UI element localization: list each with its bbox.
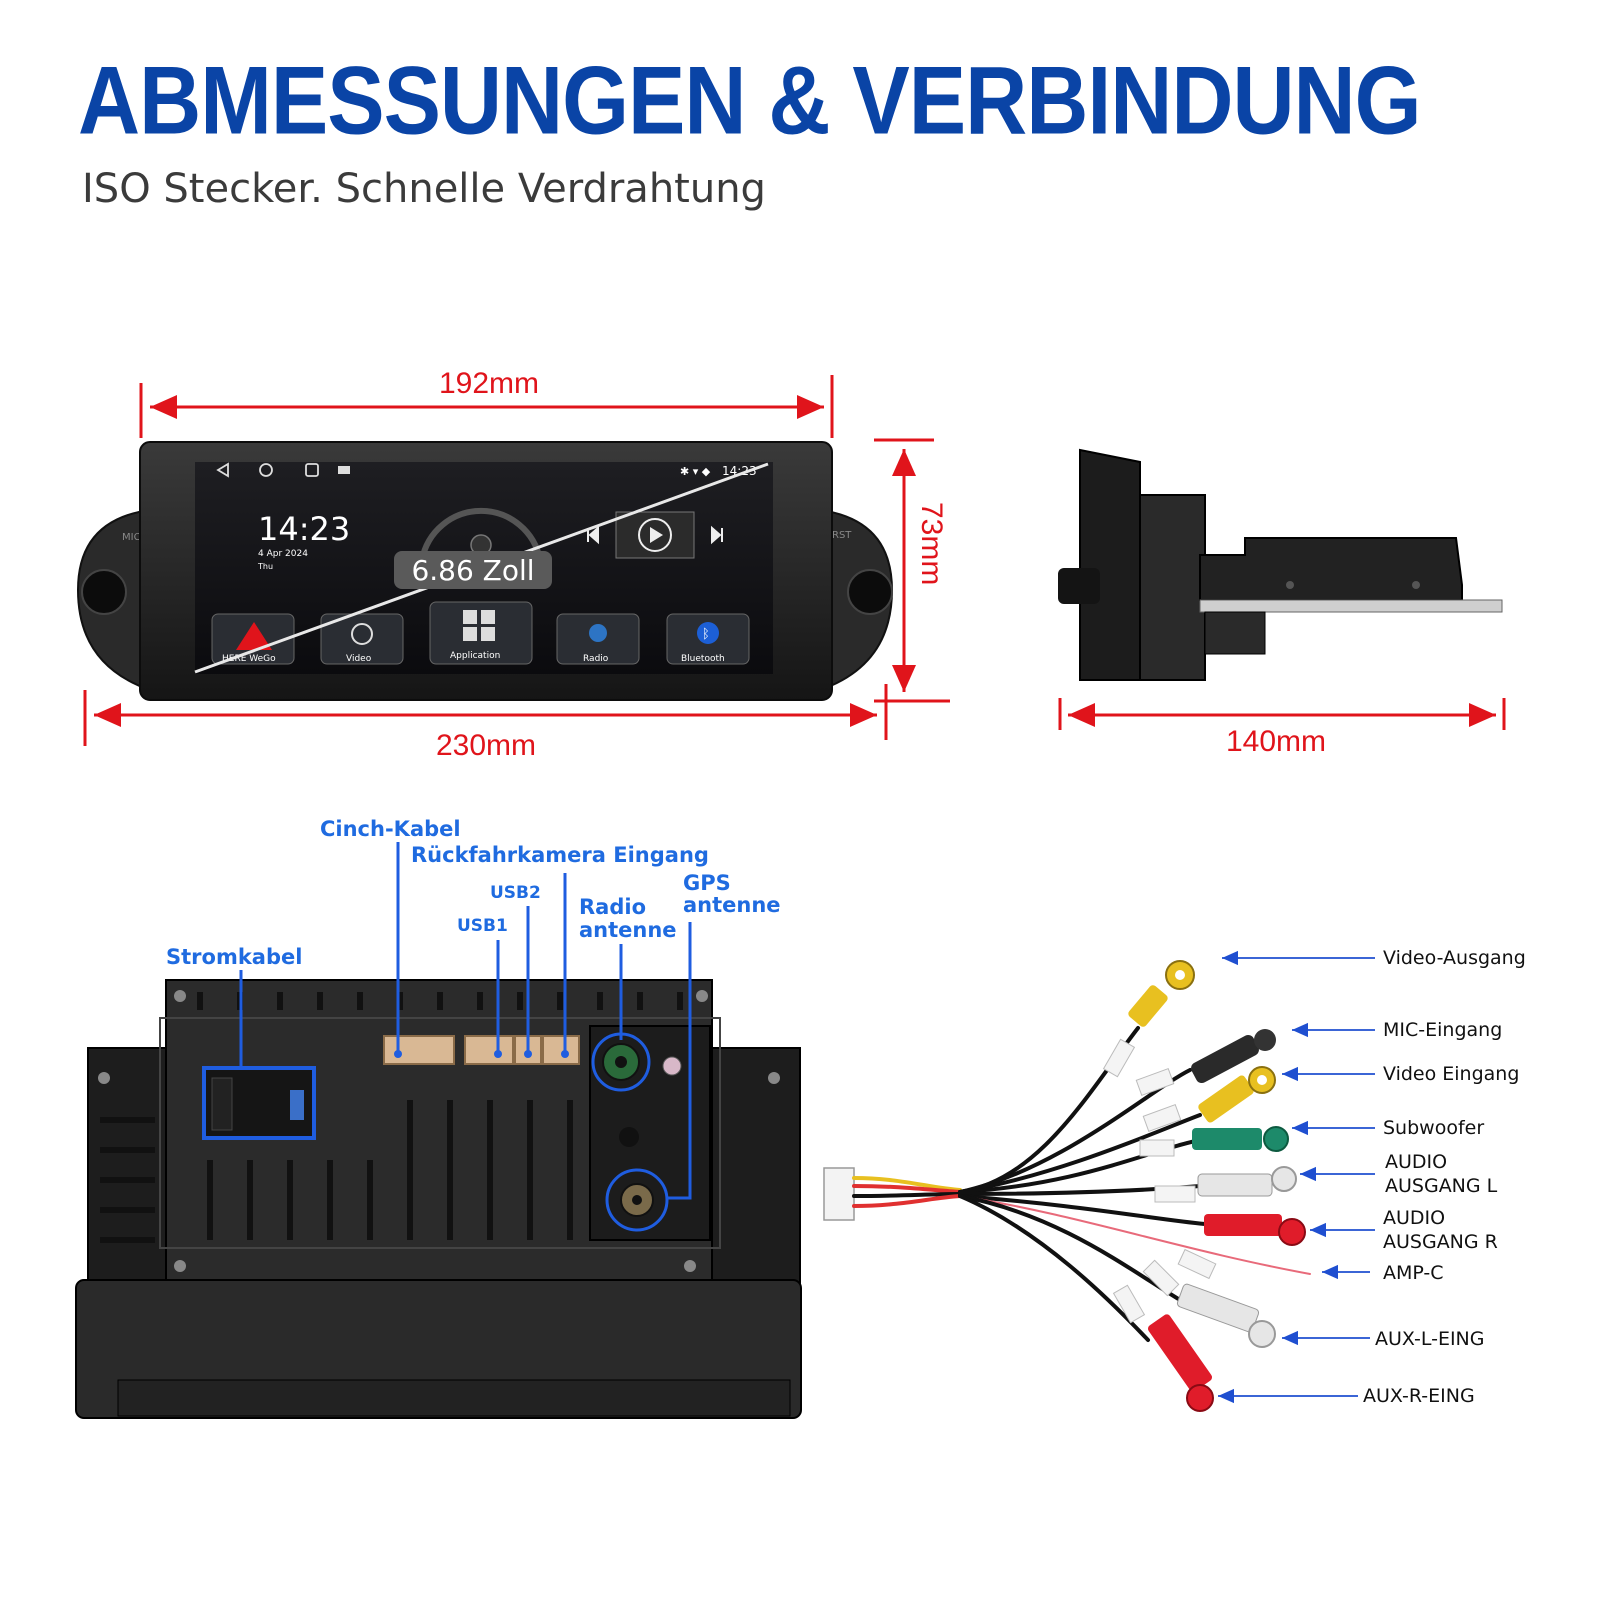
label-aux-l: AUX-L-EING: [1375, 1328, 1484, 1350]
label-audio-l-1: AUDIO: [1385, 1151, 1447, 1173]
harness-plug: [823, 1167, 855, 1221]
speedometer-icon: [419, 507, 543, 561]
app-tile-video[interactable]: [320, 613, 404, 665]
back-icon[interactable]: [216, 462, 229, 478]
heatsink-fins: [100, 992, 683, 1243]
label-rear-camera: Rückfahrkamera Eingang: [411, 843, 709, 867]
screen-size-label: 6.86 Zoll: [411, 554, 534, 587]
rca-audio-r: [1204, 1214, 1306, 1246]
front-view: MIC RST ✱ ▾ ◆ 14:23 14:23 4 Apr 2024 Thu…: [76, 441, 894, 701]
side-housing: [1139, 494, 1206, 681]
side-chassis: [1199, 537, 1463, 601]
status-icons: ✱ ▾ ◆: [680, 465, 711, 478]
rear-view: [75, 979, 802, 1419]
side-rail: [1199, 599, 1503, 613]
bluetooth-icon: [697, 622, 719, 644]
notification-icon: [338, 466, 350, 474]
recent-apps-icon[interactable]: [305, 463, 319, 477]
label-audio-r-2: AUSGANG R: [1383, 1231, 1498, 1253]
label-gps-1: GPS: [683, 871, 731, 895]
rca-aux-l: [1176, 1283, 1276, 1348]
gps-antenna-port-highlight: [605, 1168, 669, 1232]
page-title: ABMESSUNGEN & VERBINDUNG: [78, 47, 1422, 155]
rca-audio-l: [1197, 1166, 1297, 1197]
next-icon[interactable]: [711, 525, 723, 545]
label-subwoofer: Subwoofer: [1383, 1117, 1484, 1139]
usb1-connector[interactable]: [464, 1035, 514, 1065]
label-power: Stromkabel: [166, 945, 302, 969]
front-dimensions: 192mm 230mm 73mm: [83, 367, 950, 762]
app-tiles: HERE WeGo Video Application Radio ᛒ Blue…: [211, 601, 750, 665]
right-knob[interactable]: [847, 569, 893, 615]
side-dimensions: 140mm: [1058, 698, 1506, 758]
rca-aux-r: [1147, 1314, 1214, 1412]
svg-text:ᛒ: ᛒ: [702, 627, 710, 642]
app-label-video: Video: [346, 654, 372, 664]
clock-weekday: Thu: [257, 562, 273, 571]
rca-video-out: [1128, 960, 1195, 1027]
rca-video-in: [1198, 1066, 1276, 1123]
here-wego-icon: [236, 622, 272, 650]
screen-size-badge: [394, 551, 552, 589]
left-knob[interactable]: [81, 569, 127, 615]
play-icon: [650, 527, 663, 543]
dim-total-width: 230mm: [436, 729, 536, 762]
cinch-connector[interactable]: [383, 1035, 455, 1065]
label-usb2: USB2: [490, 883, 541, 903]
mic-label: MIC: [122, 532, 141, 543]
app-label-application: Application: [450, 651, 500, 661]
clock-time: 14:23: [258, 510, 350, 548]
label-video-in: Video Eingang: [1383, 1063, 1519, 1085]
side-view: [1058, 448, 1503, 681]
label-gps-2: antenne: [683, 893, 781, 917]
app-label-radio: Radio: [583, 654, 609, 664]
dim-depth: 140mm: [1226, 725, 1326, 758]
label-radio-2: antenne: [579, 918, 677, 942]
label-video-out: Video-Ausgang: [1383, 947, 1526, 969]
status-time: 14:23: [722, 464, 757, 478]
rca-subwoofer: [1192, 1126, 1289, 1152]
app-label-bluetooth: Bluetooth: [681, 654, 725, 664]
side-knob: [1058, 568, 1100, 604]
rear-camera-connector[interactable]: [542, 1035, 580, 1065]
clock-date: 4 Apr 2024: [258, 549, 308, 559]
label-usb1: USB1: [457, 916, 508, 936]
cable-callouts: Video-Ausgang MIC-Eingang Video Eingang …: [1218, 947, 1526, 1407]
label-radio-1: Radio: [579, 895, 646, 919]
label-audio-r-1: AUDIO: [1383, 1207, 1445, 1229]
label-aux-r: AUX-R-EING: [1363, 1385, 1475, 1407]
rca-mic-in: [1191, 1029, 1276, 1084]
app-label-here: HERE WeGo: [222, 654, 276, 664]
dim-screen-width: 192mm: [439, 367, 539, 400]
label-amp: AMP-C: [1383, 1262, 1444, 1284]
cable-harness: [823, 960, 1311, 1412]
label-cinch: Cinch-Kabel: [320, 817, 461, 841]
application-icon: [463, 610, 477, 624]
home-icon[interactable]: [259, 463, 273, 477]
play-button[interactable]: [638, 518, 672, 552]
side-connector: [1204, 611, 1266, 655]
video-icon: [351, 623, 373, 645]
side-bezel: [1079, 448, 1141, 681]
radio-icon: [589, 624, 607, 642]
port-callouts: Cinch-Kabel Rückfahrkamera Eingang USB2 …: [166, 817, 781, 1200]
page-subtitle: ISO Stecker. Schnelle Verdrahtung: [82, 166, 766, 212]
label-audio-l-2: AUSGANG L: [1385, 1175, 1498, 1197]
dim-height: 73mm: [915, 502, 948, 585]
rst-label: RST: [832, 530, 852, 541]
label-mic-in: MIC-Eingang: [1383, 1019, 1502, 1041]
